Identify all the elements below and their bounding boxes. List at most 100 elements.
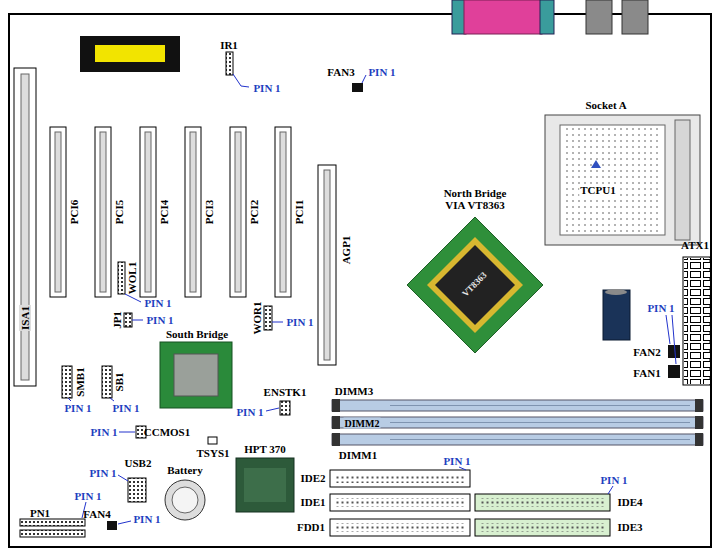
header-label: CCMOS1 [144,426,190,438]
ide-connector: IDE1 [330,494,470,511]
header-label: WOL1 [126,262,138,294]
raid-chip: HPT 370 [236,458,294,512]
header-label: FAN1 [633,367,660,379]
pin-marker: PIN 1 [236,406,263,418]
header-label: FAN4 [83,508,110,520]
pin-marker: PIN 1 [253,82,280,94]
ide-connector: IDE2 [330,470,470,487]
pin-marker: PIN 1 [368,66,395,78]
slot-label: PCI3 [203,200,215,224]
bios-chip [80,36,180,72]
pci-slot: PCI3 [185,127,201,297]
header-label: TSYS1 [196,447,229,459]
connector-label: IDE4 [617,496,642,508]
pin-marker: PIN 1 [133,513,160,525]
fdd-connector: FDD1 [330,519,470,536]
slot-label: DIMM3 [335,385,374,397]
pci-grooves [55,132,286,292]
usb-port [586,0,612,34]
header-label: PN1 [30,507,50,519]
usb-port [622,0,648,34]
chip-label: HPT 370 [244,443,286,455]
cpu-socket: Socket ATCPU1 [545,115,700,245]
connector-label: IDE2 [300,472,325,484]
battery-cap [172,487,198,513]
socket-lever [675,120,690,240]
header-label: IR1 [220,39,238,51]
pci-slot: PCI6 [50,127,66,297]
header-label: JP1 [111,311,123,329]
leader-lines [68,74,676,524]
slot-label: DIMM2 [344,417,381,428]
dimm-slot: DIMM3 [332,400,703,411]
dimm-slots [332,399,703,446]
fan-headers [107,83,680,530]
connector-label: IDE3 [617,521,642,533]
south-bridge-chip: South Bridge [160,342,232,408]
dimm-slot: DIMM2 [332,417,703,428]
battery [165,480,205,520]
slot-label: PCI5 [113,200,125,224]
chip-label: South Bridge [166,328,228,340]
pin-marker: PIN 1 [112,402,139,414]
slot-groove [324,170,330,360]
ide-connector: IDE4 [475,494,610,511]
chip-label: North Bridge VIA VT8363 [438,187,512,211]
pin-marker: PIN 1 [89,467,116,479]
south-bridge-chip [160,342,232,408]
north-bridge-chip [407,217,543,353]
agp-slot: AGP1 [318,165,336,365]
chip-die [427,237,523,333]
slot-groove [21,74,29,380]
raid-chip [236,458,294,512]
port-end [540,0,554,34]
socket-pins [560,125,665,235]
parallel-port [464,0,542,34]
isa-slot [14,68,36,386]
pin-marker: PIN 1 [146,314,173,326]
socket-pins [563,128,662,232]
pin1-mark [591,160,601,168]
slot-label: AGP1 [340,236,352,265]
header-label: USB2 [125,457,152,469]
atx-connector: ATX1 [683,257,710,385]
pci-slot: PCI2 [230,127,246,297]
slot-label: ISA1 [19,305,31,331]
header-label: ENSTK1 [264,386,307,398]
chip-die [174,354,218,396]
header-label: SB1 [113,373,125,392]
pci-slots [50,127,291,297]
chip-marking [244,468,286,502]
isa-slot: ISA1 [14,68,36,386]
header-label: WOR1 [251,302,263,335]
slot-label: PCI1 [293,200,305,224]
part-label: Battery [167,464,202,476]
pin-marker: PIN 1 [443,455,470,467]
pin-marker: PIN 1 [90,426,117,438]
pin-marker: PIN 1 [600,474,627,486]
pin-marker: PIN 1 [64,402,91,414]
socket-label: TCPU1 [579,184,616,196]
pin-marker: PIN 1 [74,490,101,502]
connector-label: ATX1 [681,239,709,251]
header-label: FAN3 [327,66,354,78]
ide-connector: IDE3 [475,519,610,536]
ide-connectors [330,470,610,536]
battery: Battery [165,480,205,520]
slot-label: DIMM1 [339,449,378,461]
pin-marker: PIN 1 [647,302,674,314]
board-outline [9,14,711,547]
connector-label: IDE1 [300,496,325,508]
header-label: SMB1 [74,367,86,396]
pci-slot: PCI5 [95,127,111,297]
slot-label: PCI6 [68,200,80,224]
header-label: FAN2 [633,346,660,358]
pci-slot: PCI1 [275,127,291,297]
dimm-slot: DIMM1 [332,434,703,445]
pin-marker: PIN 1 [286,316,313,328]
slot-label: PCI2 [248,200,260,224]
capacitor-top [605,289,627,295]
pci-slot: PCI4 [140,127,156,297]
connector-label: FDD1 [297,521,325,533]
atx-pins [684,258,710,384]
